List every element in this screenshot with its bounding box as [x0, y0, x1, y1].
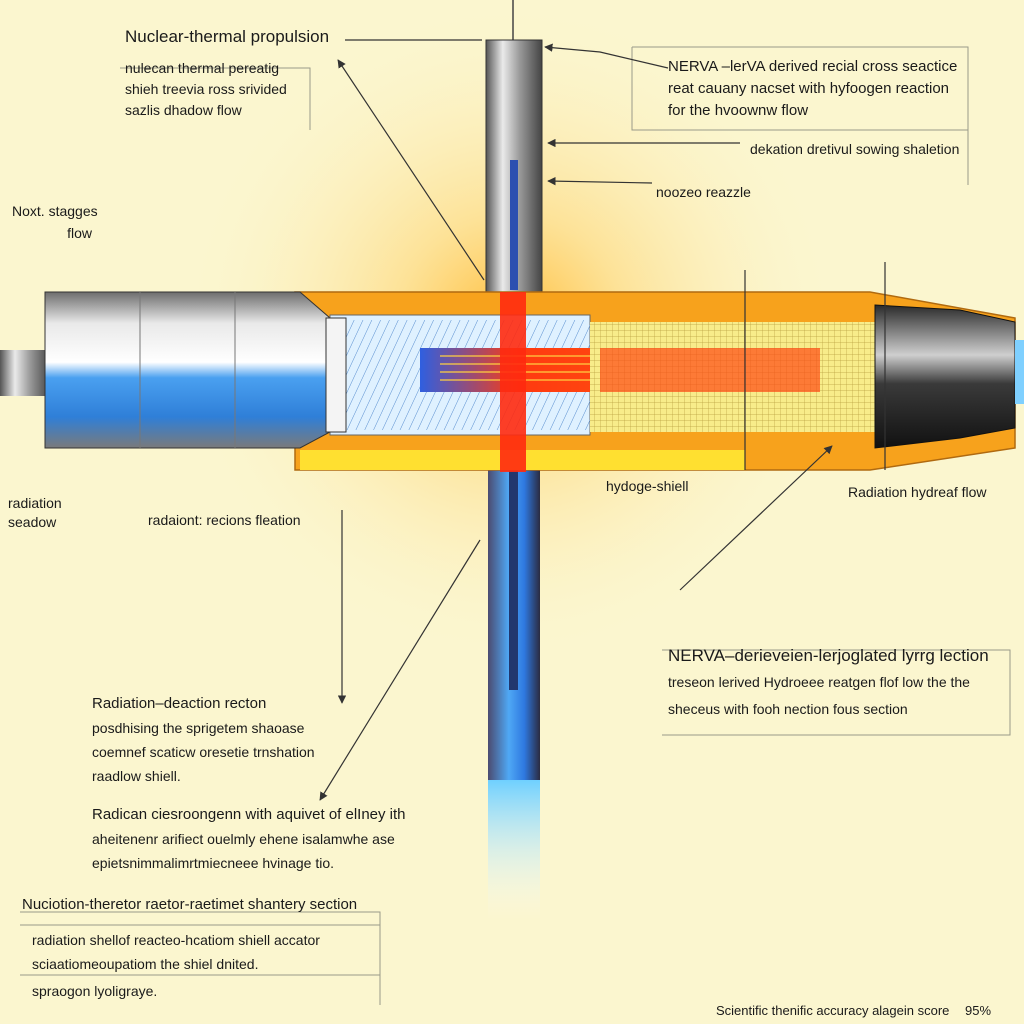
propellant-tank: [44, 291, 331, 449]
section-block-body: radiation shellof reacteo-hcatiom shiell…: [32, 928, 320, 1006]
next-stages-label: Noxt. stagges flow: [12, 200, 98, 244]
feed-pipe: [0, 350, 50, 396]
radiation-flow-label: Radiation hydreaf flow: [848, 484, 987, 500]
block-line: sciaatiomeoupatiom the shiel dnited.: [32, 956, 259, 972]
section-block: Nuciotion-theretor raetor-raetimet shant…: [22, 893, 357, 917]
radiation-shadow-label: radiation seadow: [8, 494, 62, 532]
fuel-channel-upper: [510, 160, 518, 290]
note-line: NERVA –lerVA derived recial cross seacti…: [668, 58, 958, 75]
block-line: posdhising the sprigetem shaoase: [92, 720, 305, 736]
label-line: radiation: [8, 495, 62, 511]
block-line: aheitenenr arifiect ouelmly ehene isalam…: [92, 831, 395, 847]
accuracy-value: 95%: [965, 1003, 992, 1018]
reactions-label: radaiont: recions fleation: [148, 512, 301, 528]
accuracy-score: Scientific thenific accuracy alagein sco…: [716, 1000, 991, 1022]
nozzle-label: noozeo reazzle: [656, 184, 751, 200]
shielding-label: dekation dretivul sowing shaletion: [750, 141, 960, 157]
block-line: Radican ciesroongenn with aquivet of elI…: [92, 806, 406, 823]
label-line: flow: [67, 225, 92, 241]
neutron-flux-column: [500, 292, 526, 472]
diagram-title: Nuclear-thermal propulsion: [125, 27, 330, 46]
reaction-block: Radiation–deaction recton posdhising the…: [92, 692, 315, 788]
block-heading: Nuciotion-theretor raetor-raetimet shant…: [22, 896, 358, 913]
label-line: Noxt. stagges: [12, 203, 98, 219]
block-line: epietsnimmalimrtmiecneee hvinage tio.: [92, 855, 334, 871]
note-line: shieh treevia ross srivided: [125, 81, 287, 97]
section-line: sheceus with fooh nection fous section: [668, 701, 908, 717]
exhaust-plume: [1015, 340, 1024, 404]
note-line: for the hvoownw flow: [668, 102, 809, 119]
accuracy-label: Scientific thenific accuracy alagein sco…: [716, 1003, 950, 1018]
leader-lines: [319, 39, 886, 801]
top-left-note: nulecan thermal pereatig shieh treevia r…: [125, 58, 287, 121]
note-line: sazlis dhadow flow: [125, 102, 242, 118]
block-line: radiation shellof reacteo-hcatiom shiell…: [32, 932, 320, 948]
exhaust-nozzle: [874, 304, 1016, 449]
section-line: treseon lerived Hydroeee reatgen flof lo…: [668, 674, 970, 690]
hydrogen-shield-label: hydoge-shiell: [606, 478, 689, 494]
inlet-flange: [325, 317, 347, 433]
nerva-section-block: NERVA–derieveien-lerjoglated lyrrg lecti…: [668, 643, 989, 723]
section-heading: NERVA–derieveien-lerjoglated lyrrg lecti…: [668, 646, 989, 665]
block-line: coemnef scaticw oresetie trnshation: [92, 744, 315, 760]
note-line: nulecan thermal pereatig: [125, 60, 280, 76]
block-line: spraogon lyoligraye.: [32, 983, 158, 999]
cies-block: Radican ciesroongenn with aquivet of elI…: [92, 803, 406, 875]
coolant-jet-lower: [488, 780, 540, 920]
label-line: seadow: [8, 514, 57, 530]
top-right-note: NERVA –lerVA derived recial cross seacti…: [668, 56, 957, 122]
block-line: raadlow shiell.: [92, 768, 181, 784]
callout-frames: [20, 46, 1011, 1005]
note-line: reat cauany nacset with hyfoogen reactio…: [668, 80, 950, 97]
core-through-shield: [600, 348, 820, 392]
block-heading: Radiation–deaction recton: [92, 695, 267, 712]
fuel-channel-lower: [509, 470, 518, 690]
